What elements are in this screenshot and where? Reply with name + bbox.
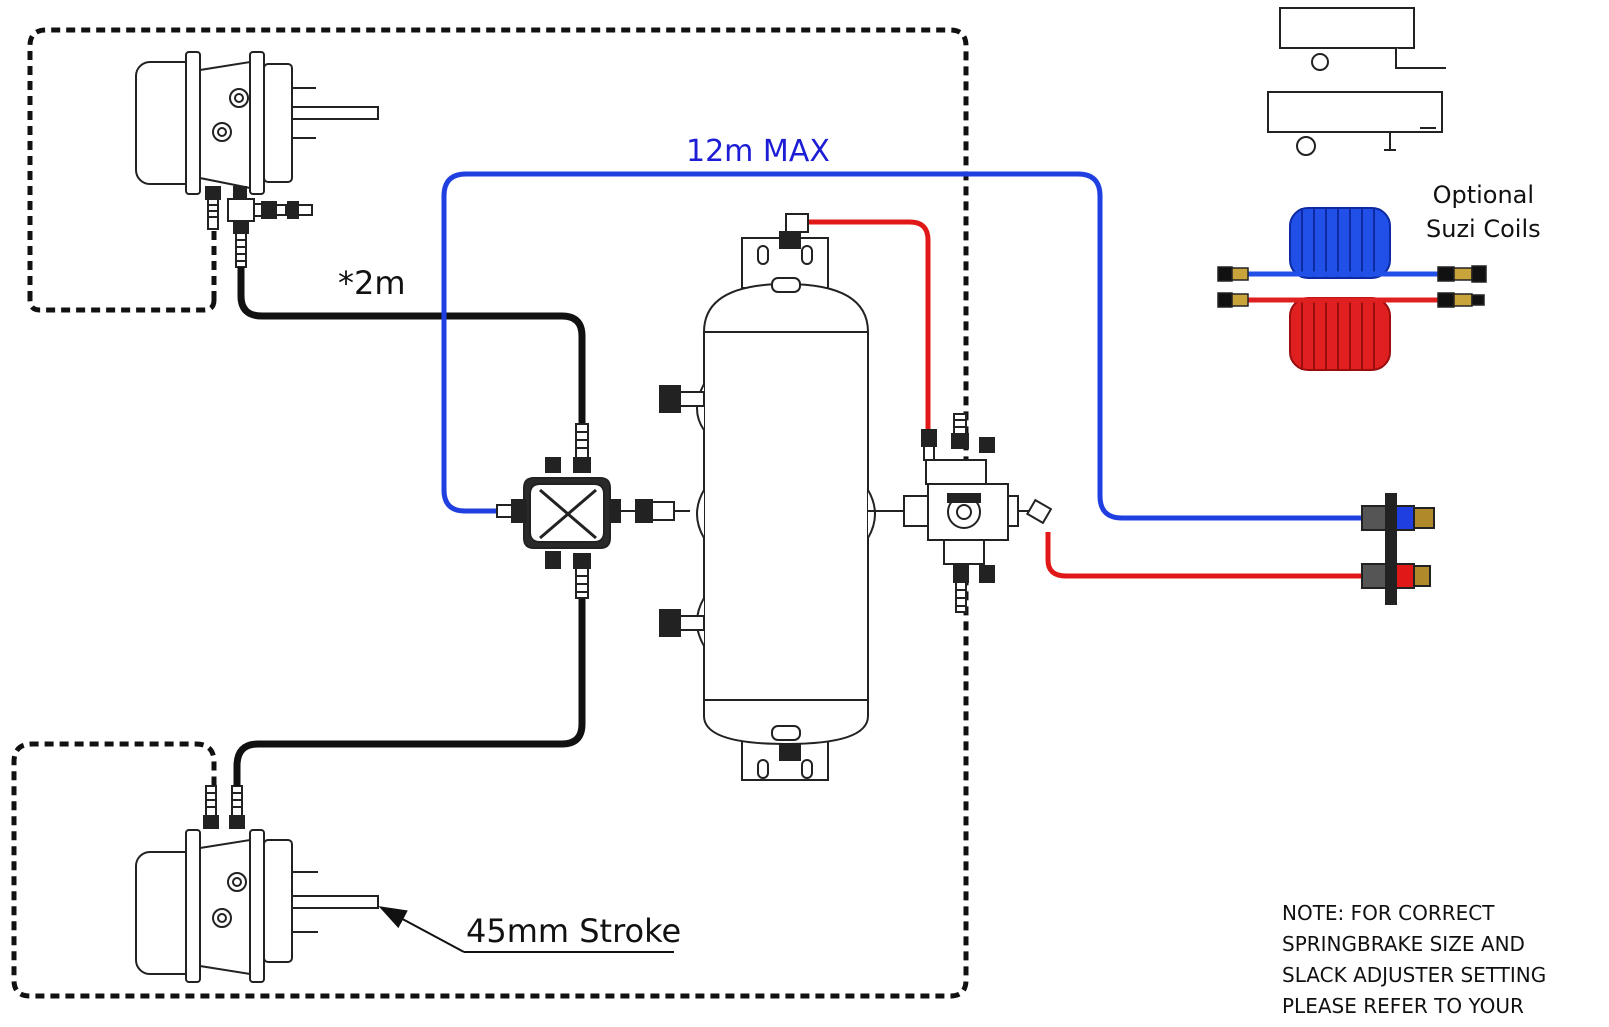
stroke-leader (378, 906, 674, 953)
hose-top-chamber (237, 267, 586, 424)
top-chamber-fittings (205, 186, 313, 268)
note-line-4: PLEASE REFER TO YOUR (1282, 994, 1524, 1018)
truck-trailer-icon (1267, 7, 1446, 156)
suzi-coils (1217, 207, 1487, 371)
gladhand-couplings (1361, 493, 1435, 605)
note-line-1: NOTE: FOR CORRECT (1282, 901, 1495, 925)
hose-bottom-chamber (233, 596, 586, 786)
brake-chamber-top (135, 51, 379, 195)
optional-coils-label: Optional Suzi Coils (1426, 178, 1541, 246)
air-tank (659, 213, 876, 781)
note-line-2: SPRINGBRAKE SIZE AND (1282, 932, 1525, 956)
stroke-label: 45mm Stroke (466, 912, 682, 950)
note-line-3: SLACK ADJUSTER SETTING (1282, 963, 1547, 987)
relay-valve (496, 423, 690, 599)
supply-line-red-coupling (1045, 532, 1362, 579)
hose-length-label: *2m (338, 264, 406, 302)
max-length-label: 12m MAX (686, 134, 830, 169)
optional-line-2: Suzi Coils (1426, 215, 1541, 243)
bottom-chamber-fittings (203, 785, 245, 829)
supply-line-red-tank (808, 219, 931, 432)
brake-chamber-bottom (135, 829, 379, 983)
optional-line-1: Optional (1432, 181, 1535, 209)
control-line-blue (441, 171, 1362, 521)
springbrake-note: NOTE: FOR CORRECT SPRINGBRAKE SIZE AND S… (1282, 898, 1546, 1022)
emergency-relay-valve (868, 413, 1053, 613)
